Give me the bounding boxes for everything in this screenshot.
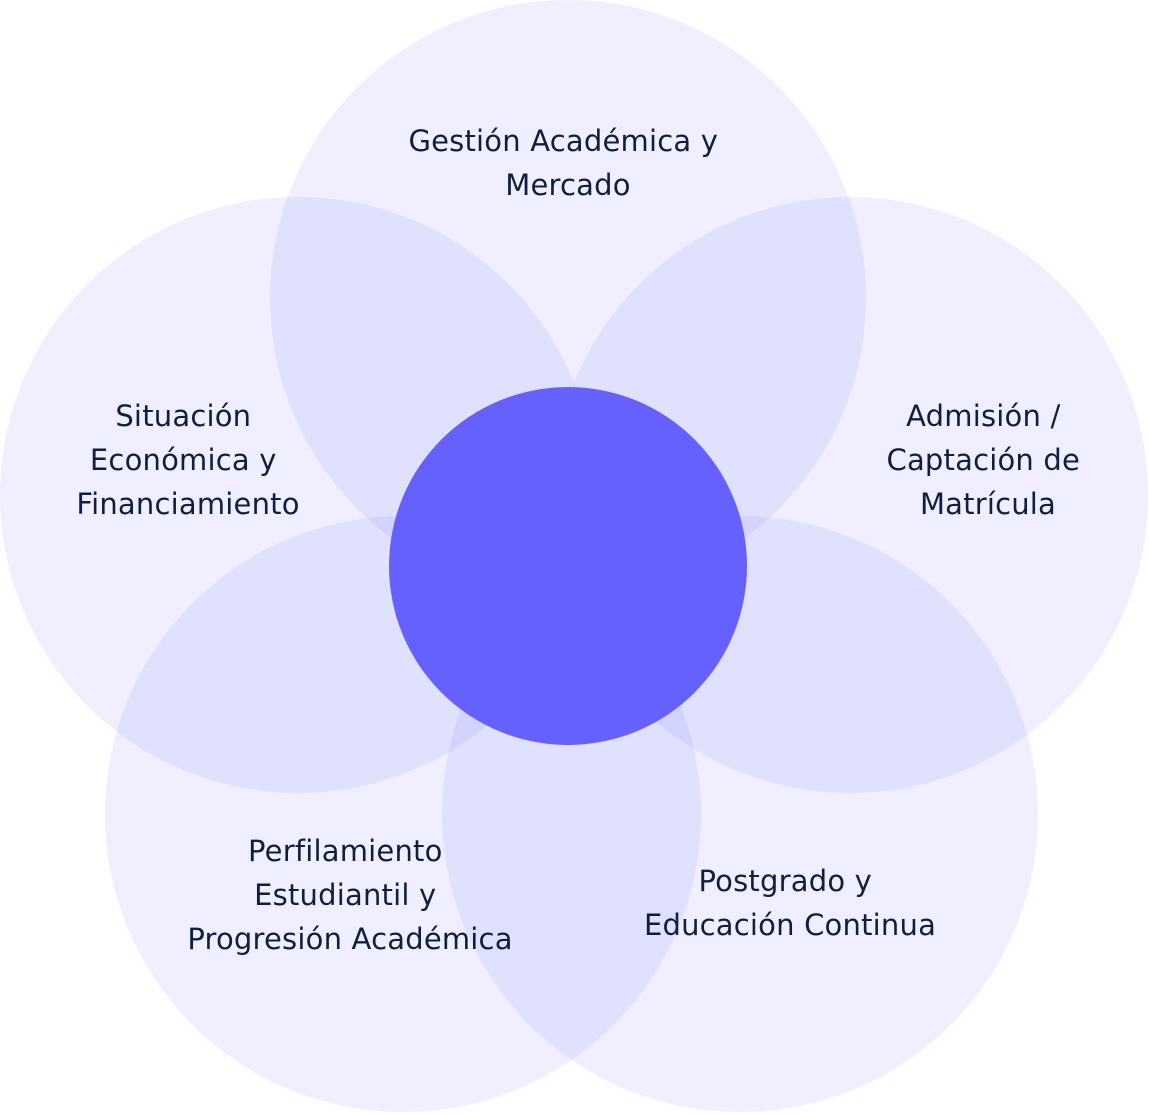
center-circle: [389, 387, 747, 745]
label-admision: Admisión / Captación de Matrícula: [887, 399, 1090, 521]
label-gestion-academica: Gestión Académica y Mercado: [408, 124, 727, 202]
label-situacion-economica: Situación Económica y Financiamiento: [76, 399, 299, 521]
label-line: Captación de: [887, 443, 1081, 477]
label-line: Admisión /: [906, 399, 1060, 433]
label-perfilamiento: Perfilamiento Estudiantil y Progresión A…: [187, 834, 512, 956]
label-postgrado: Postgrado y Educación Continua: [644, 864, 936, 942]
label-line: Situación: [115, 399, 251, 433]
label-line: Gestión Académica y: [408, 124, 718, 158]
label-line: Mercado: [505, 168, 630, 202]
label-line: Económica y: [90, 443, 277, 477]
label-line: Progresión Académica: [187, 922, 512, 956]
label-line: Postgrado y: [699, 864, 873, 898]
label-line: Financiamiento: [76, 487, 299, 521]
label-line: Estudiantil y: [254, 878, 436, 912]
label-line: Educación Continua: [644, 908, 936, 942]
label-line: Matrícula: [920, 487, 1056, 521]
label-line: Perfilamiento: [248, 834, 443, 868]
petal-gestion-academica: [270, 0, 866, 596]
